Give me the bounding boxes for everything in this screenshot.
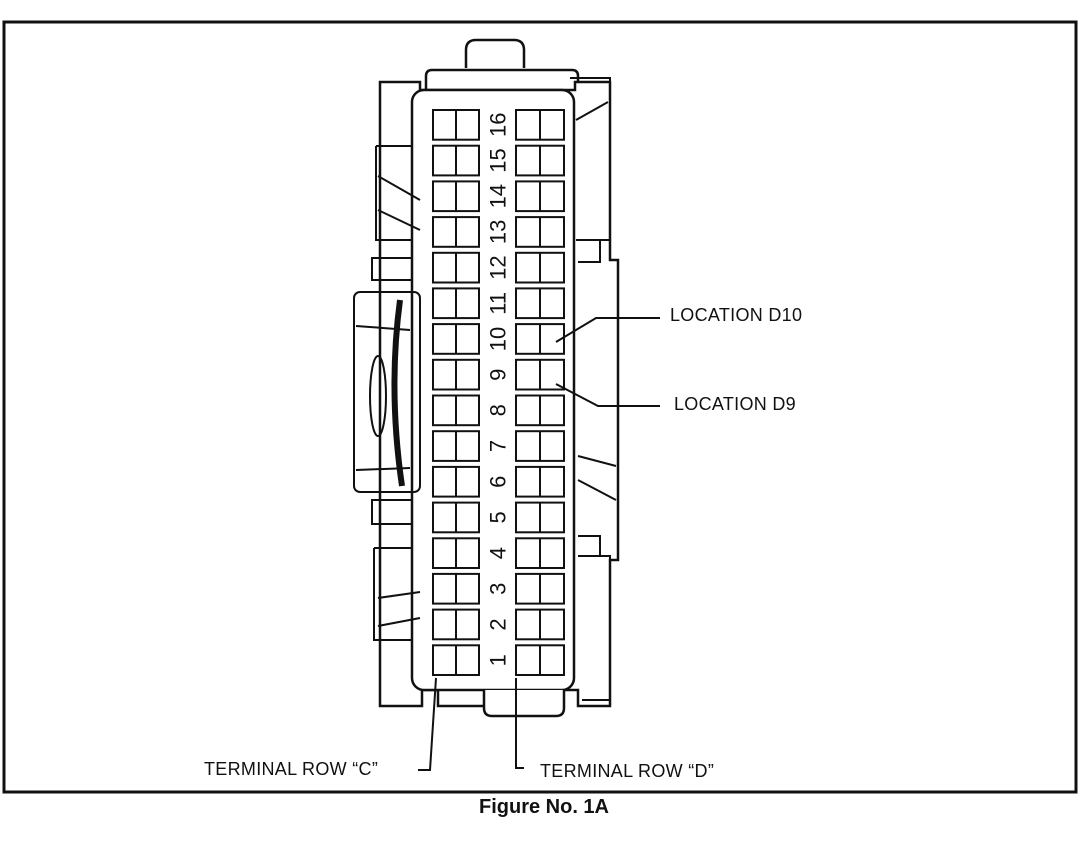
pin-number-1: 1	[486, 654, 511, 666]
pin-number-2: 2	[486, 618, 511, 630]
leader-row-c	[418, 677, 437, 771]
connector-top-latch	[464, 38, 526, 68]
right-latch	[570, 77, 617, 701]
label-location-d9: LOCATION D9	[674, 394, 796, 414]
pin-number-6: 6	[486, 476, 511, 488]
pin-number-16: 16	[486, 113, 511, 137]
pin-number-9: 9	[486, 369, 511, 381]
terminal-row-d	[515, 109, 565, 676]
leader-lines	[418, 317, 660, 771]
leader-d10	[555, 317, 660, 343]
pin-number-7: 7	[486, 440, 511, 452]
pin-number-4: 4	[486, 547, 511, 559]
label-terminal-row-c: TERMINAL ROW “C”	[204, 759, 379, 779]
pin-number-8: 8	[486, 404, 511, 416]
pin-number-15: 15	[486, 148, 511, 172]
label-location-d10: LOCATION D10	[670, 305, 803, 325]
leader-row-d	[515, 678, 524, 769]
leader-d9	[555, 383, 660, 407]
connector-top-bar	[424, 68, 580, 90]
figure-frame	[2, 20, 1078, 794]
label-terminal-row-d: TERMINAL ROW “D”	[540, 761, 715, 781]
terminal-row-c	[432, 109, 480, 676]
pin-number-3: 3	[486, 583, 511, 595]
pin-number-14: 14	[486, 184, 511, 208]
pin-number-12: 12	[486, 255, 511, 279]
connector-bottom-tab	[482, 690, 566, 718]
pin-number-13: 13	[486, 220, 511, 244]
figure-caption: Figure No. 1A	[478, 796, 609, 818]
pin-number-11: 11	[486, 292, 511, 315]
left-latch	[353, 145, 421, 641]
pin-number-5: 5	[486, 511, 511, 523]
pin-number-10: 10	[486, 327, 511, 351]
